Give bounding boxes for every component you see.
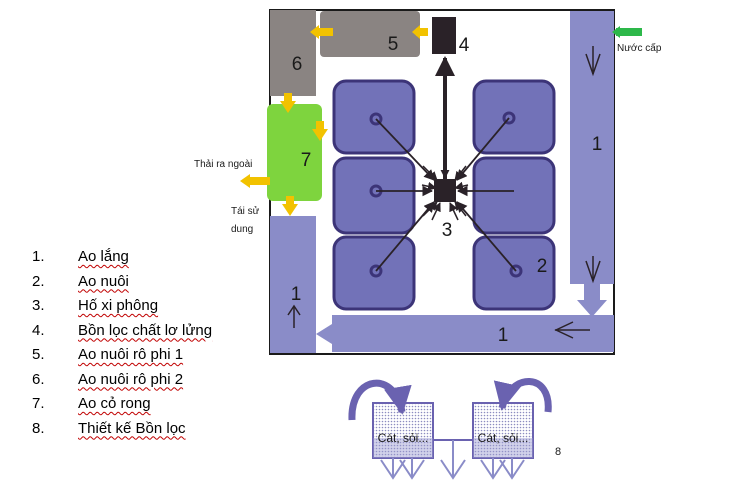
legend-item-text: Ao nuôi: [78, 272, 129, 290]
legend-item-text: Thiết kế Bồn lọc: [78, 419, 186, 437]
tilapia-pond-2-block: [270, 10, 316, 96]
legend-item-number: 4.: [32, 321, 45, 339]
drain-pipes: [375, 117, 517, 272]
channel-connector-arrow-head: [577, 300, 607, 317]
label-settling-right: 1: [592, 134, 603, 155]
filter-tank-right: [472, 402, 534, 459]
legend-item-number: 3.: [32, 297, 45, 314]
settling-channel-right: [570, 11, 614, 284]
legend-item: 3. Hố xi phông: [32, 297, 212, 322]
legend-item-text: Ao nuôi rô phi 2: [78, 370, 184, 388]
reuse-label-line2: dung: [231, 224, 253, 235]
legend-item-text: Bồn lọc chất lơ lửng: [78, 321, 213, 339]
weed-pond-block: [267, 104, 322, 201]
label-weed-pond: 7: [301, 150, 312, 171]
legend-item: 2. Ao nuôi: [32, 273, 212, 298]
water-inlet-arrow: [616, 28, 642, 36]
water-inlet-label: Nước cấp: [617, 42, 662, 54]
culture-pond: [472, 156, 556, 235]
recirculation-arrow-right: [493, 378, 552, 413]
discharge-label: Thải ra ngoài: [194, 159, 252, 170]
channel-left-arrow-head: [316, 324, 332, 344]
label-settling-left: 1: [291, 284, 302, 305]
reuse-label-line1: Tái sử: [231, 205, 260, 217]
legend-item-number: 8.: [32, 419, 45, 437]
legend-item-text: Ao cỏ rong: [78, 395, 151, 412]
settling-channel-bottom: [332, 315, 614, 352]
label-settling-bottom: 1: [498, 325, 509, 346]
legend-item: 4. Bồn lọc chất lơ lửng: [32, 322, 212, 347]
water-inlet-arrow-head: [612, 26, 620, 38]
legend-item-number: 2.: [32, 272, 45, 290]
legend-item-number: 7.: [32, 395, 45, 412]
filter-media-left-label: Cát, sỏi...: [378, 431, 429, 445]
filter-outflow-arrows: [380, 440, 525, 480]
settling-channel-left: [270, 216, 316, 353]
filter-tank-block: [432, 17, 456, 54]
label-tilapia-pond-1: 5: [388, 34, 399, 55]
legend-item: 7. Ao cỏ rong: [32, 395, 212, 420]
legend-item-number: 6.: [32, 370, 45, 388]
legend-item: 6. Ao nuôi rô phi 2: [32, 371, 212, 396]
siphon-pit-block: [434, 179, 456, 202]
label-siphon-pit: 3: [442, 220, 453, 241]
legend-item-number: 5.: [32, 346, 45, 363]
legend-item: 1. Ao lắng: [32, 248, 212, 273]
legend-item-text: Ao lắng: [78, 248, 129, 265]
filter-design: Cát, sỏi... Cát, sỏi...: [348, 378, 552, 480]
legend-item: 5. Ao nuôi rô phi 1: [32, 346, 212, 371]
recirculation-arrow-left: [348, 379, 412, 421]
legend-item-text: Ao nuôi rô phi 1: [78, 346, 184, 363]
tilapia-pond-1-block: [320, 11, 420, 57]
label-filter-design: 8: [555, 446, 561, 458]
filter-media-right-label: Cát, sỏi...: [478, 431, 529, 445]
legend-item: 8. Thiết kế Bồn lọc: [32, 420, 212, 445]
label-tilapia-pond-2: 6: [292, 54, 303, 75]
label-filter-tank: 4: [459, 35, 470, 56]
legend-item-text: Hố xi phông: [78, 297, 159, 314]
flow-arrows: [287, 46, 601, 339]
legend: 1. Ao lắng 2. Ao nuôi 3. Hố xi phông 4. Bồn lọc…: [32, 248, 212, 444]
legend-item-number: 1.: [32, 248, 45, 265]
yellow-flow-arrows: [240, 25, 428, 216]
label-culture-pond: 2: [537, 256, 548, 277]
